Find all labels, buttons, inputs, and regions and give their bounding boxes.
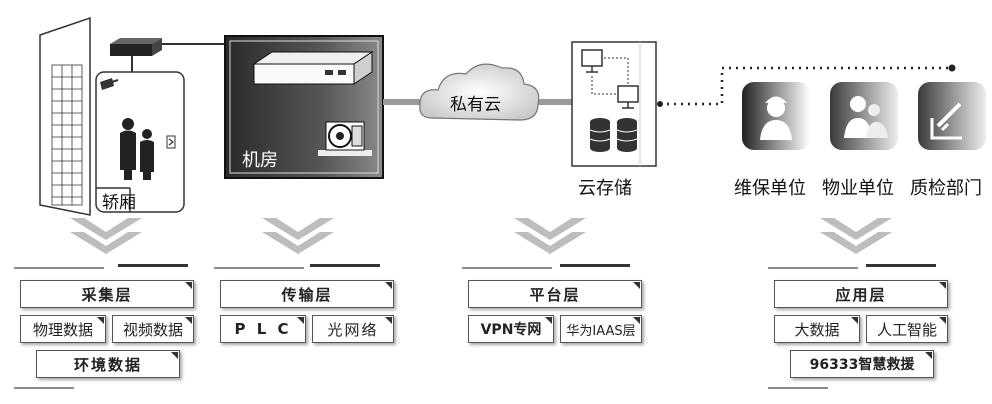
- elevator-car-icon: [95, 71, 185, 213]
- cloud-storage-icon: [571, 41, 657, 167]
- property-unit-label: 物业单位: [822, 178, 894, 199]
- chevron-arrows: [70, 218, 892, 254]
- divider: [560, 264, 630, 267]
- cloud-storage-label: 云存储: [578, 178, 632, 199]
- machine-room-label: 机房: [242, 150, 278, 171]
- dotted-connection-line: [657, 64, 956, 107]
- maintenance-unit-label: 维保单位: [734, 178, 806, 199]
- layer-title-application: 应用层: [774, 280, 948, 308]
- chevron-down-icon: [262, 218, 334, 254]
- chevron-down-icon: [820, 218, 892, 254]
- divider: [14, 267, 104, 269]
- layer-item-plc: P L C: [220, 315, 306, 343]
- cloud-label: 私有云: [450, 95, 501, 115]
- divider: [14, 387, 74, 389]
- layer-item-physical-data: 物理数据: [20, 315, 106, 343]
- chevron-down-icon: [70, 218, 142, 254]
- divider: [118, 264, 188, 267]
- divider: [768, 387, 828, 389]
- layer-item-huawei-iaas: 华为IAAS层: [560, 315, 642, 343]
- architecture-illustration: [39, 16, 986, 216]
- cloud-icon: [419, 63, 540, 121]
- layer-title-transmission: 传输层: [220, 280, 394, 308]
- layer-item-optical-network: 光网络: [312, 315, 394, 343]
- layer-item-ai: 人工智能: [866, 315, 948, 343]
- layer-title-collection: 采集层: [20, 280, 194, 308]
- layer-item-video-data: 视频数据: [112, 315, 194, 343]
- divider: [768, 267, 858, 269]
- layer-item-environment-data: 环境数据: [36, 350, 180, 378]
- layer-title-platform: 平台层: [468, 280, 642, 308]
- maintenance-unit-icon: [742, 82, 810, 150]
- divider: [214, 267, 304, 269]
- divider: [462, 267, 552, 269]
- layer-item-smart-rescue: 96333智慧救援: [790, 350, 934, 378]
- connection-line: [528, 99, 572, 105]
- property-unit-icon: [830, 82, 898, 150]
- inspection-department-icon: [918, 82, 986, 150]
- divider: [310, 264, 380, 267]
- gateway-device-icon: [110, 38, 162, 72]
- divider: [866, 264, 936, 267]
- machine-room-panel: [224, 35, 384, 179]
- inspection-department-label: 质检部门: [910, 178, 982, 199]
- layer-item-vpn-network: VPN专网: [468, 315, 554, 343]
- building-icon: [39, 16, 91, 216]
- connection-line: [383, 99, 431, 105]
- car-label: 轿厢: [102, 193, 136, 213]
- chevron-down-icon: [514, 218, 586, 254]
- layer-item-big-data: 大数据: [774, 315, 860, 343]
